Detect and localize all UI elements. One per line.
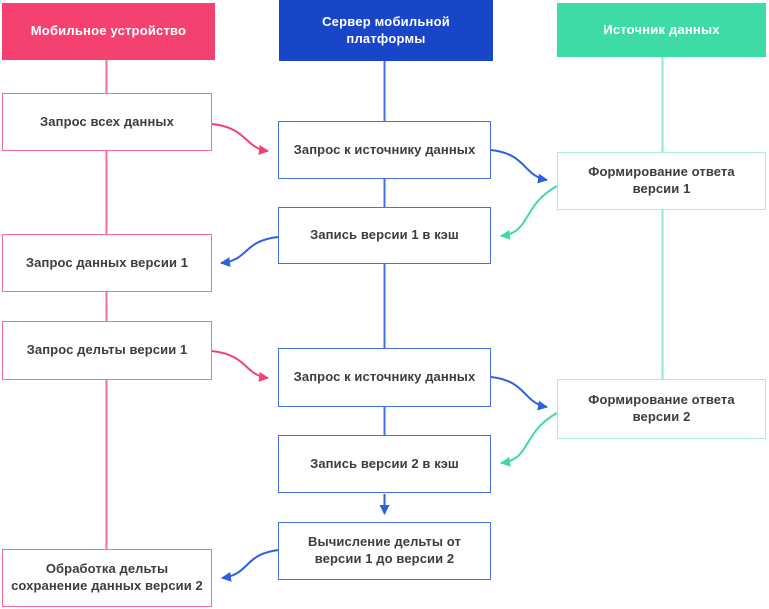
arrow-request-all-to-server: [211, 123, 269, 155]
arrow-source-to-cache-1: [500, 185, 558, 240]
node-request-to-source-1: Запрос к источнику данных: [278, 121, 491, 179]
node-form-response-v1: Формирование ответа версии 1: [557, 152, 766, 210]
node-write-v1-cache: Запись версии 1 в кэш: [278, 207, 491, 264]
arrow-source-to-cache-2: [500, 412, 558, 467]
lane-header-mobile: Мобильное устройство: [2, 3, 215, 60]
node-process-delta: Обработка дельты сохранение данных верси…: [2, 549, 212, 607]
lane-header-source: Источник данных: [557, 3, 766, 57]
node-request-delta-v1: Запрос дельты версии 1: [2, 321, 212, 380]
arrow-compute-to-device: [221, 549, 280, 582]
node-form-response-v2: Формирование ответа версии 2: [557, 379, 766, 439]
node-compute-delta: Вычисление дельты от версии 1 до версии …: [278, 522, 491, 580]
node-write-v2-cache: Запись версии 2 в кэш: [278, 435, 491, 493]
arrow-server-to-source-2: [490, 376, 548, 411]
node-request-to-source-2: Запрос к источнику данных: [278, 348, 491, 407]
lane-header-server: Сервер мобильной платформы: [279, 0, 493, 61]
arrow-cache1-to-device: [220, 236, 279, 268]
arrow-request-delta-to-server: [211, 350, 269, 382]
node-request-all-data: Запрос всех данных: [2, 93, 212, 151]
node-request-data-v1: Запрос данных версии 1: [2, 234, 212, 292]
arrow-server-to-source-1: [490, 149, 548, 184]
